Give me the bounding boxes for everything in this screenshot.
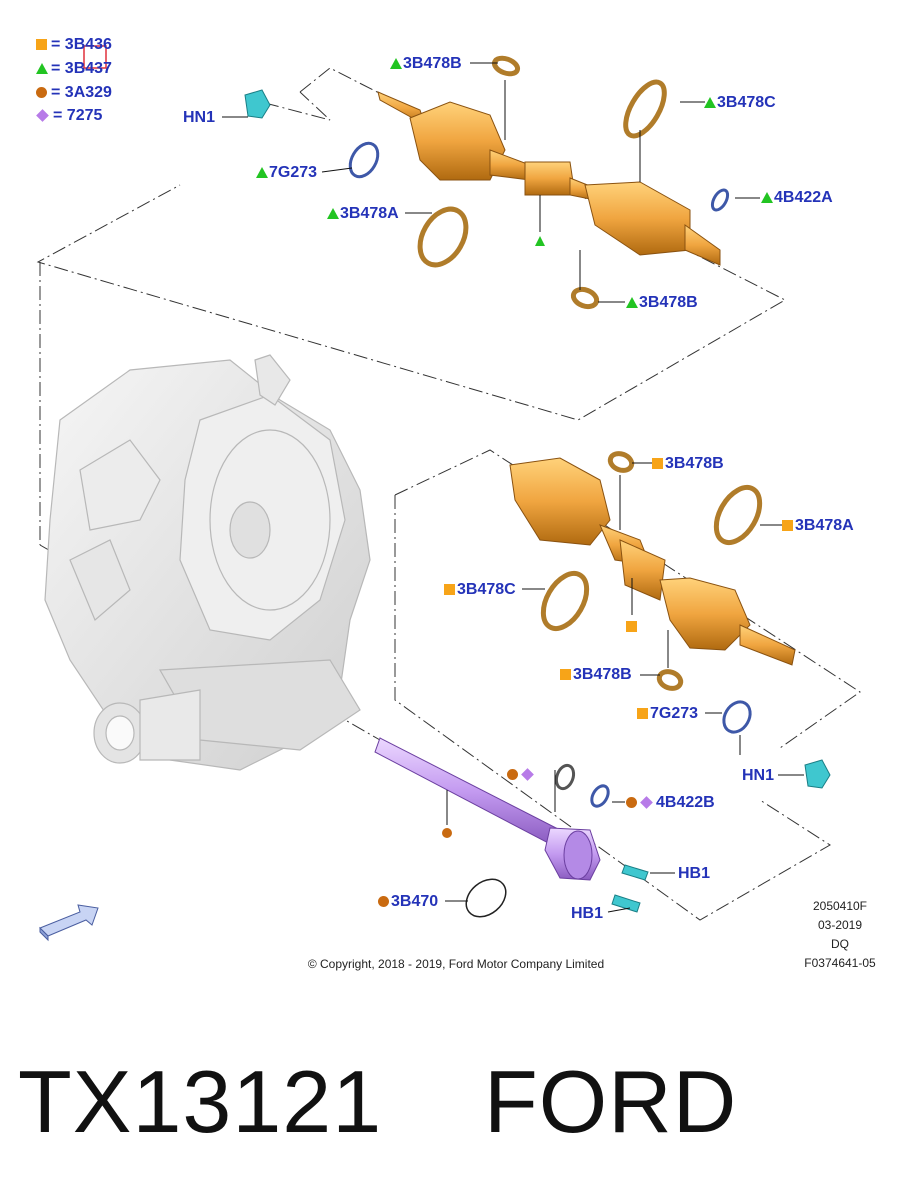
square-icon	[652, 458, 663, 470]
callout-3b478c-mid: 3B478C	[444, 581, 516, 599]
callout-hb1-a: HB1	[678, 865, 711, 882]
square-icon	[444, 584, 455, 596]
circle-icon	[378, 896, 389, 908]
diamond-icon	[36, 109, 49, 123]
intermediate-shaft	[374, 737, 601, 881]
callout-hn1-low: HN1	[742, 767, 775, 784]
callout-text: 3B470	[391, 893, 439, 910]
meta-ref: F0374641-05	[804, 956, 876, 970]
callout-text: 3B478B	[665, 455, 724, 472]
legend-item-square: = 3B436	[36, 36, 112, 54]
diamond-icon	[640, 796, 653, 810]
callout-4b422b: 4B422B	[626, 794, 715, 812]
triangle-marker	[535, 236, 545, 246]
diamond-icon	[521, 768, 534, 782]
square-icon	[560, 669, 571, 681]
upper-frame	[36, 67, 787, 421]
meta-date: 03-2019	[817, 918, 863, 932]
callout-hn1-top: HN1	[183, 109, 216, 126]
clamp-rings	[417, 55, 763, 691]
callout-text: 4B422B	[656, 794, 715, 811]
triangle-icon	[256, 167, 268, 179]
lower-halfshaft	[509, 457, 796, 666]
legend-item-triangle: = 3B437	[36, 60, 112, 78]
callout-symbols-near-shaft	[507, 766, 536, 784]
marker-symbols	[442, 236, 637, 838]
callout-text: 3B478A	[340, 205, 399, 222]
lower-frame-b	[394, 495, 831, 921]
meta-initials: DQ	[831, 937, 849, 951]
callout-3b478c-top: 3B478C	[704, 94, 776, 112]
callout-text: 7G273	[269, 164, 318, 181]
callout-3b478b-low: 3B478B	[560, 666, 632, 684]
lower-frame	[394, 449, 861, 749]
callout-3b478b-top: 3B478B	[390, 55, 462, 73]
callout-text: 4B422A	[774, 189, 833, 206]
square-icon	[782, 520, 793, 532]
callout-text: 3B478B	[639, 294, 698, 311]
callout-text: 3B478B	[573, 666, 632, 683]
diagram-canvas	[36, 45, 861, 942]
hn1-top-guide	[264, 91, 331, 121]
square-icon	[637, 708, 648, 720]
fasteners	[244, 89, 831, 913]
callout-3b478a-top: 3B478A	[327, 205, 399, 223]
arrow-3d-icon	[39, 904, 99, 942]
square-marker	[626, 621, 637, 632]
triangle-icon	[626, 297, 638, 309]
upper-halfshaft	[377, 91, 721, 266]
legend-text: = 3B437	[51, 60, 112, 77]
circle-marker	[442, 828, 452, 838]
callout-text: 3B478C	[457, 581, 516, 598]
legend-item-circle: = 3A329	[36, 84, 112, 102]
callout-7g273-low: 7G273	[637, 705, 698, 723]
callout-text: 3B478B	[403, 55, 462, 72]
legend-text: = 7275	[53, 107, 103, 124]
triangle-icon	[390, 58, 402, 70]
triangle-icon	[327, 208, 339, 220]
callout-text: 3B478A	[795, 517, 854, 534]
meta-code: 2050410F	[812, 899, 868, 913]
callout-3b478b-mid: 3B478B	[652, 455, 724, 473]
callout-3b470: 3B470	[378, 893, 438, 911]
callout-hb1-b: HB1	[571, 905, 604, 922]
legend-item-diamond: = 7275	[36, 107, 102, 125]
circle-icon	[36, 87, 47, 99]
square-icon	[36, 39, 47, 51]
callout-4b422a: 4B422A	[761, 189, 833, 207]
transmission-housing	[44, 354, 371, 771]
selection-box-icon	[83, 45, 107, 69]
callout-text: 7G273	[650, 705, 699, 722]
copyright-notice: © Copyright, 2018 - 2019, Ford Motor Com…	[307, 957, 605, 971]
legend-text: = 3A329	[51, 84, 112, 101]
circle-icon	[507, 769, 518, 781]
leader-lines	[222, 62, 804, 913]
illustration-meta: 2050410F 03-2019 DQ F0374641-05	[790, 897, 890, 973]
callout-text: 3B478C	[717, 94, 776, 111]
callout-7g273-top: 7G273	[256, 164, 317, 182]
triangle-icon	[761, 192, 773, 204]
legend-text: = 3B436	[51, 36, 112, 53]
circlips	[348, 141, 752, 918]
callout-3b478a-mid: 3B478A	[782, 517, 854, 535]
triangle-icon	[36, 63, 48, 75]
caption: TX13121 FORD	[18, 1052, 738, 1151]
exploded-diagram	[36, 45, 861, 942]
callout-3b478b-top2: 3B478B	[626, 294, 698, 312]
circle-icon	[626, 797, 637, 809]
triangle-icon	[704, 97, 716, 109]
